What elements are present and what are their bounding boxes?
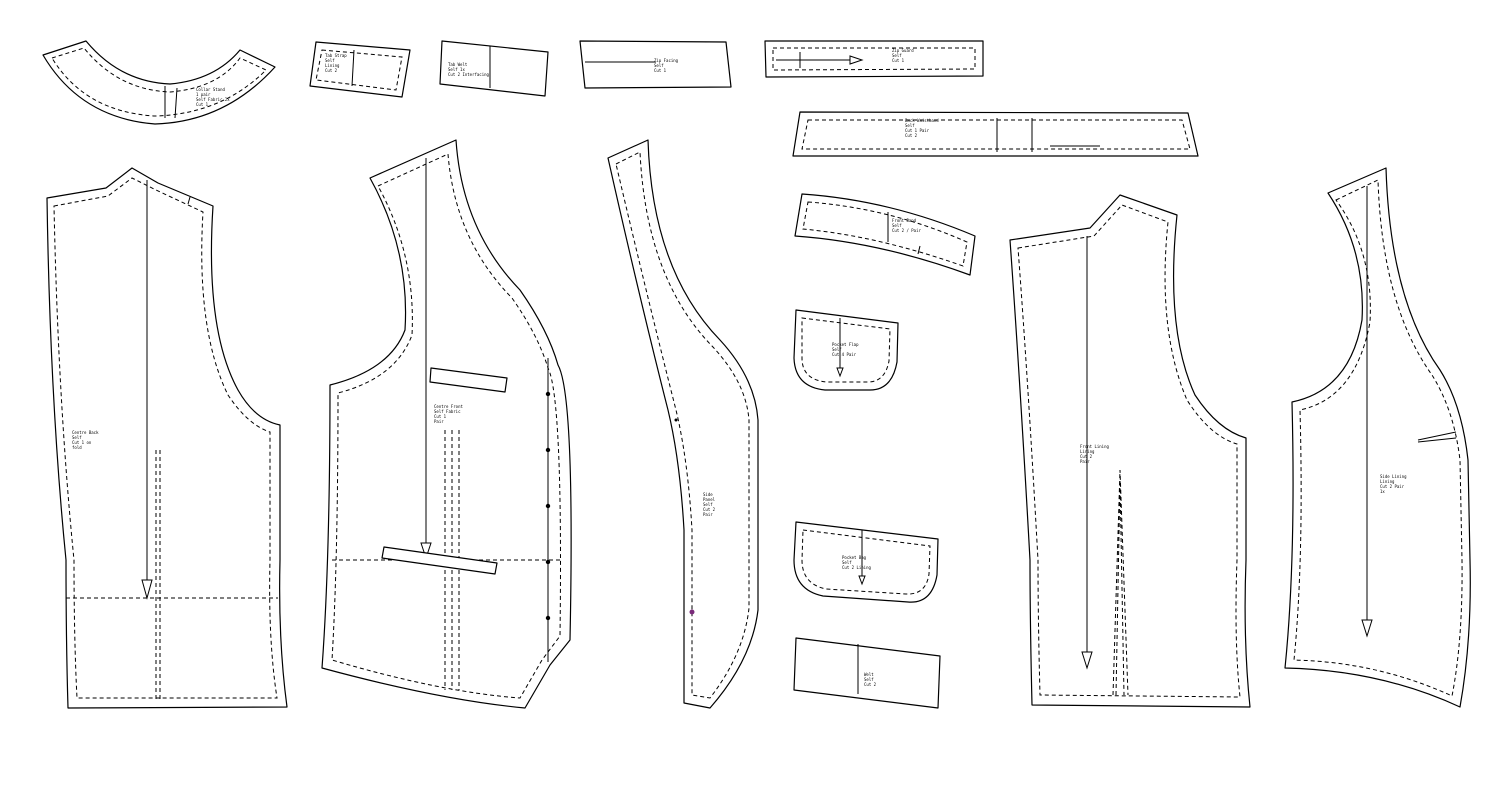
side-right-panel-piece: Side Lining Lining Cut 2 Pair 1x [1284, 167, 1471, 708]
tab1-label-3: Lining [325, 63, 340, 68]
tab-piece-2: Tab Welt Self 1x Cut 2 Interfacing [439, 40, 549, 97]
sideright-label-4: 1x [1380, 489, 1385, 494]
waistband-label-1: Back Waistband [905, 118, 939, 123]
pocket2-label-3: Cut 2 Lining [842, 565, 871, 570]
collar-label-3: Self Fabric 2x [196, 97, 230, 102]
pocket1-label-1: Pocket Flap [832, 342, 859, 347]
collar-label-2: 1 pair [196, 92, 211, 97]
waistband-piece: Back Waistband Self Cut 1 Pair Cut 2 [792, 111, 1199, 157]
side-panel-piece: Side Panel Self Cut 2 Pair [607, 139, 759, 709]
front-label-1: Centre Front [434, 404, 463, 409]
pocket2-label-2: Self [842, 560, 852, 565]
back-panel-piece: Centre Back Self Cut 1 on fold [46, 167, 288, 709]
strip3-label-2: Self [654, 63, 664, 68]
waistband-label-3: Cut 1 Pair [905, 128, 930, 133]
pocket1-label-3: Cut 4 Pair [832, 352, 857, 357]
pocket-piece-1: Pocket Flap Self Cut 4 Pair [793, 309, 899, 391]
tab2-label-1: Tab Welt [448, 62, 468, 67]
sidepanel-label-2: Panel [703, 497, 716, 502]
frontright-label-1: Front Lining [1080, 444, 1109, 449]
back-label-3: Cut 1 on [72, 440, 92, 445]
front-label-4: Pair [434, 419, 444, 424]
collar-piece: Collar Stand 1 pair Self Fabric 2x Cut 1 [42, 40, 276, 125]
tab-piece-1: Tab Strap Self Lining Cut 2 [309, 41, 411, 98]
sideright-label-2: Lining [1380, 479, 1395, 484]
tab2-label-2: Self 1x [448, 67, 465, 72]
tab1-label-4: Cut 2 [325, 68, 338, 73]
curvedband-label-3: Cut 2 / Pair [892, 228, 921, 233]
front-label-3: Cut 1 [434, 414, 447, 419]
curvedband-label-2: Self [892, 223, 902, 228]
sidepanel-label-3: Self [703, 502, 713, 507]
strip3-label-1: Zip Facing [654, 58, 679, 63]
curvedband-label-1: Front Band [892, 218, 917, 223]
back-label-1: Centre Back [72, 430, 99, 435]
frontright-label-2: Lining [1080, 449, 1095, 454]
pocket3-label-2: Self [864, 677, 874, 682]
pocket2-label-1: Pocket Bag [842, 555, 867, 560]
strip3-label-3: Cut 1 [654, 68, 667, 73]
collar-label-1: Collar Stand [196, 87, 225, 92]
front-panel-piece: Centre Front Self Fabric Cut 1 Pair [321, 139, 572, 709]
back-label-4: fold [72, 445, 82, 450]
tab2-label-3: Cut 2 Interfacing [448, 72, 490, 77]
pocket-piece-2: Pocket Bag Self Cut 2 Lining [793, 521, 939, 603]
front-right-panel-piece: Front Lining Lining Cut 2 Pair [1009, 194, 1251, 708]
front-label-2: Self Fabric [434, 409, 461, 414]
sidepanel-label-1: Side [703, 492, 713, 497]
sidepanel-label-4: Cut 2 [703, 507, 716, 512]
strip4-label-2: Self [892, 53, 902, 58]
sideright-label-3: Cut 2 Pair [1380, 484, 1405, 489]
waistband-label-4: Cut 2 [905, 133, 918, 138]
sideright-label-1: Side Lining [1380, 474, 1407, 479]
tab1-label-1: Tab Strap [325, 53, 347, 58]
back-label-2: Self [72, 435, 82, 440]
frontright-label-4: Pair [1080, 459, 1090, 464]
strip-piece-3: Zip Facing Self Cut 1 [579, 40, 732, 89]
tab1-label-2: Self [325, 58, 335, 63]
strip-piece-4: Zip Guard Self Cut 1 [764, 40, 984, 78]
curved-band-piece: Front Band Self Cut 2 / Pair [794, 193, 976, 276]
strip4-label-1: Zip Guard [892, 48, 914, 53]
pocket1-label-2: Self [832, 347, 842, 352]
collar-label-4: Cut 1 [196, 102, 209, 107]
frontright-label-3: Cut 2 [1080, 454, 1093, 459]
pocket-piece-3: Welt Self Cut 2 [793, 637, 941, 709]
pocket3-label-1: Welt [864, 672, 874, 677]
sidepanel-label-5: Pair [703, 512, 713, 517]
waistband-label-2: Self [905, 123, 915, 128]
strip4-label-3: Cut 1 [892, 58, 905, 63]
pocket3-label-3: Cut 2 [864, 682, 877, 687]
